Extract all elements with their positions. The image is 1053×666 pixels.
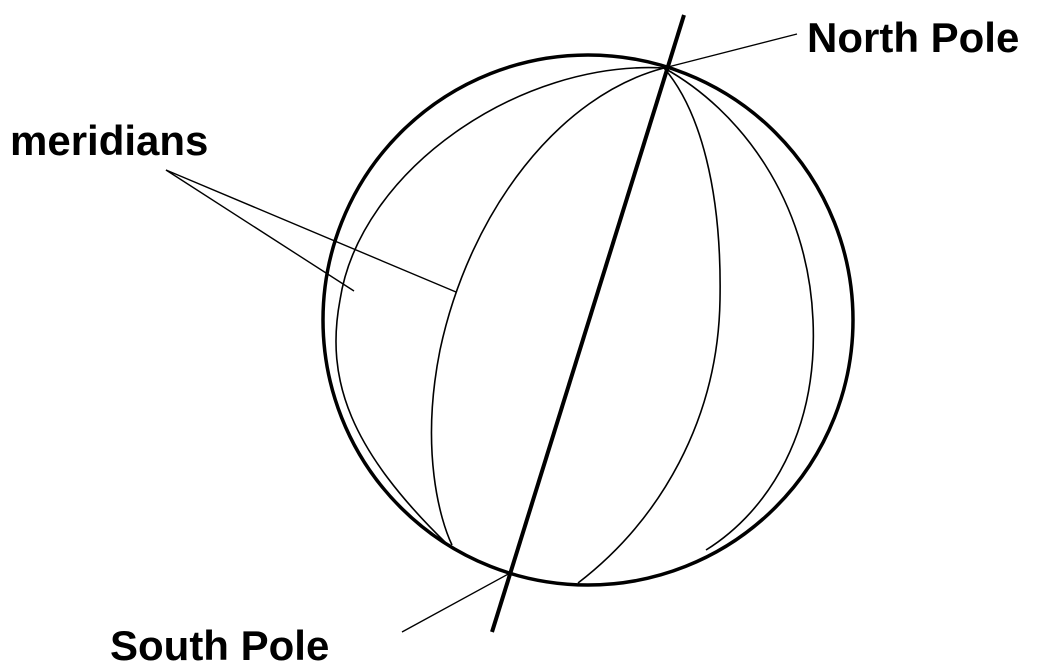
south-pole-label: South Pole: [110, 622, 329, 666]
meridian-left: [432, 68, 664, 545]
north-pole-label: North Pole: [807, 14, 1019, 61]
meridian-far-right: [664, 68, 813, 550]
north-pole-leader: [664, 34, 797, 68]
meridians-leader-1: [166, 170, 354, 291]
meridians-label: meridians: [10, 117, 208, 164]
meridians-leader-2: [166, 170, 456, 292]
rotation-axis: [492, 15, 684, 632]
meridian-right: [578, 68, 720, 583]
meridian-far-left: [336, 68, 664, 545]
